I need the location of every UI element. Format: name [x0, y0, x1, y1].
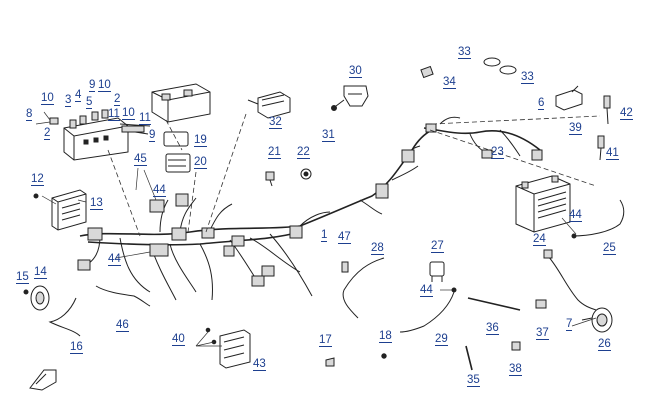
rod-36: [467, 297, 521, 311]
callout-2: 2: [114, 93, 121, 106]
callout-35: 35: [467, 374, 480, 387]
callout-29: 29: [435, 333, 448, 346]
callout-33: 33: [521, 71, 534, 84]
caps-33-34: [420, 57, 517, 79]
control-module: [51, 189, 87, 231]
regulator: [247, 91, 291, 119]
callout-1: 1: [321, 229, 328, 242]
part-38: [511, 341, 521, 351]
callout-44: 44: [420, 284, 433, 297]
part-47: [341, 261, 349, 273]
callout-14: 14: [34, 266, 47, 279]
callout-36: 36: [486, 322, 499, 335]
callout-42: 42: [620, 107, 633, 120]
callout-41: 41: [606, 147, 619, 160]
fuse-box-cover: [151, 83, 211, 123]
callout-21: 21: [268, 146, 281, 159]
cable-25: [571, 199, 625, 237]
relays-6-39: [555, 85, 611, 161]
callout-15: 15: [16, 271, 29, 284]
ecu-43: [205, 327, 251, 369]
battery: [515, 175, 571, 233]
harness-23: [423, 116, 543, 161]
callout-44: 44: [153, 184, 166, 197]
bolt-44-cable: [451, 287, 457, 293]
fuse-box: [49, 109, 151, 161]
callout-28: 28: [371, 242, 384, 255]
starter-assembly: [543, 249, 613, 333]
callout-3: 3: [65, 94, 72, 107]
part-37: [535, 299, 547, 309]
callout-45: 45: [134, 153, 147, 166]
callout-34: 34: [443, 76, 456, 89]
callout-37: 37: [536, 327, 549, 340]
callout-44: 44: [108, 253, 121, 266]
callout-11: 11: [139, 112, 151, 125]
cable-16: [48, 297, 81, 337]
callout-38: 38: [509, 363, 522, 376]
callout-23: 23: [491, 146, 504, 159]
callout-33: 33: [458, 46, 471, 59]
callout-5: 5: [86, 96, 93, 109]
sensors-21-22: [265, 168, 312, 187]
callout-8: 8: [26, 108, 33, 121]
callout-46: 46: [116, 319, 129, 332]
front-arrow-icon: [29, 369, 57, 391]
callout-9: 9: [149, 129, 156, 142]
callout-2: 2: [44, 127, 51, 140]
callout-16: 16: [70, 341, 83, 354]
part-35: [465, 345, 473, 371]
callout-7: 7: [566, 318, 573, 331]
main-harness: [77, 129, 433, 301]
callout-32: 32: [269, 116, 282, 129]
cable-28: [342, 257, 385, 319]
callout-12: 12: [31, 173, 44, 186]
callout-31: 31: [322, 129, 335, 142]
cable-29: [399, 291, 455, 333]
callout-39: 39: [569, 122, 582, 135]
callout-26: 26: [598, 338, 611, 351]
callout-18: 18: [379, 330, 392, 343]
callout-13: 13: [90, 197, 103, 210]
callout-44: 44: [569, 209, 582, 222]
callout-10: 10: [122, 107, 135, 120]
horn: [23, 285, 50, 311]
callout-17: 17: [319, 334, 332, 347]
callout-19: 19: [194, 134, 207, 147]
callout-20: 20: [194, 156, 207, 169]
callout-24: 24: [533, 233, 546, 246]
callout-10: 10: [98, 79, 111, 92]
relay-components: [163, 131, 191, 173]
relay-27: [429, 261, 445, 282]
callout-30: 30: [349, 65, 362, 78]
bolt-44-battery: [571, 233, 577, 239]
callout-47: 47: [338, 231, 351, 244]
callout-11: 11: [108, 108, 120, 121]
bolt-12: [33, 193, 39, 199]
bracket-30: [331, 85, 369, 111]
callout-40: 40: [172, 333, 185, 346]
callout-22: 22: [297, 146, 310, 159]
cable-46: [95, 285, 151, 307]
callout-6: 6: [538, 97, 545, 110]
callout-25: 25: [603, 242, 616, 255]
callout-10: 10: [41, 92, 54, 105]
callout-43: 43: [253, 358, 266, 371]
part-18: [381, 353, 387, 359]
callout-9: 9: [89, 79, 96, 92]
callout-4: 4: [75, 89, 82, 102]
callout-27: 27: [431, 240, 444, 253]
part-17: [325, 357, 335, 367]
